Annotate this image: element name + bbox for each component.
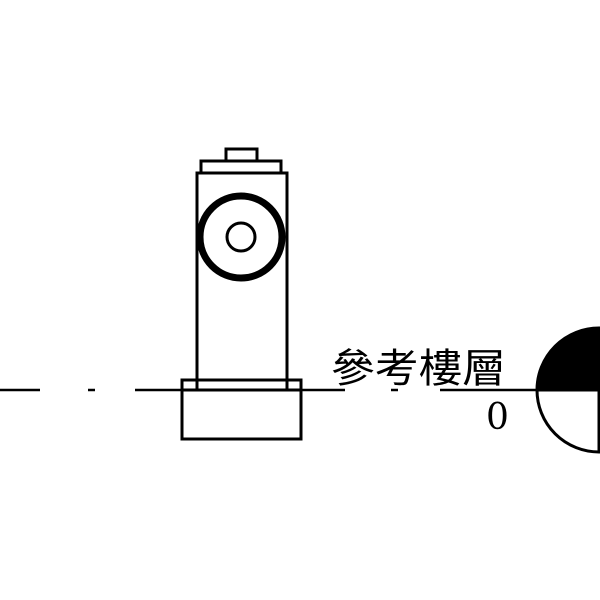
level-label: 參考樓層 — [331, 346, 506, 392]
fire-hydrant-symbol — [180, 147, 303, 441]
elevation-value: 0 — [486, 397, 509, 438]
level-datum-symbol — [535, 326, 600, 454]
